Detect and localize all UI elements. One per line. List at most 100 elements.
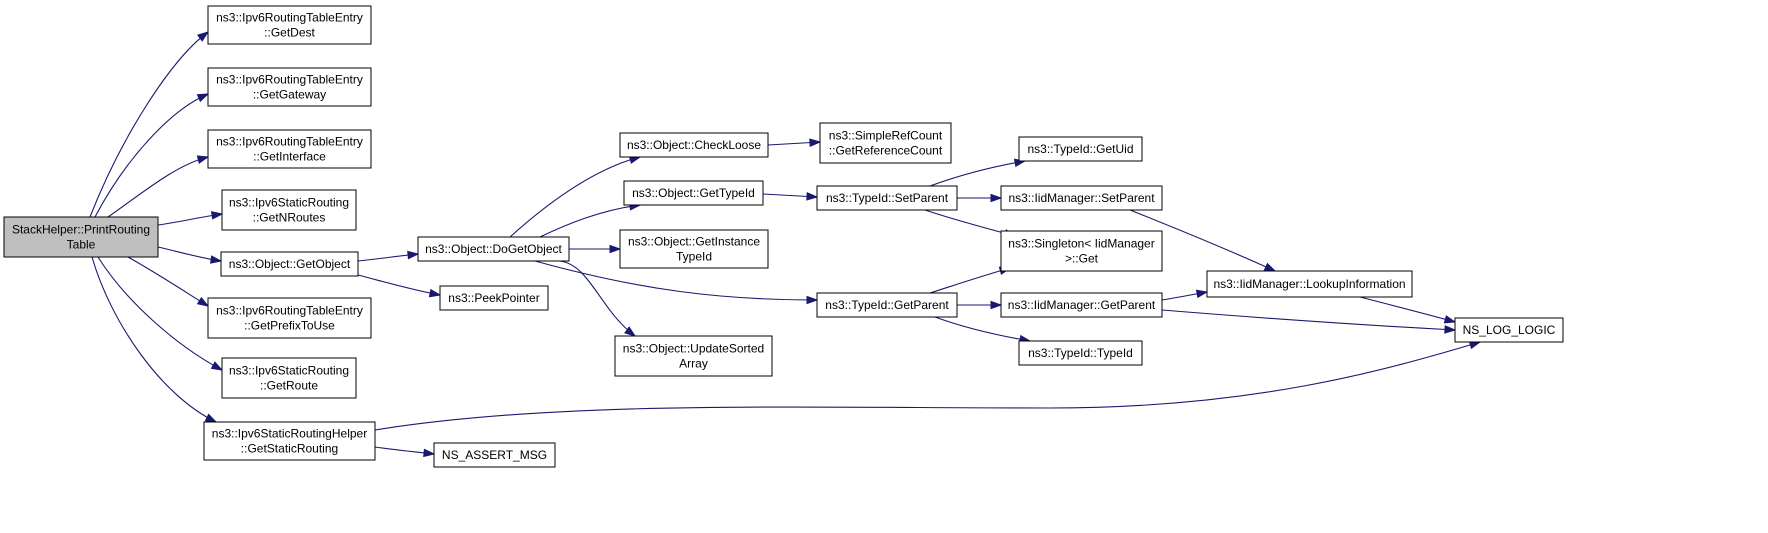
node-label: ns3::Object::GetTypeId xyxy=(632,186,755,200)
node-label: ns3::IidManager::LookupInformation xyxy=(1213,277,1405,291)
node-label: ns3::TypeId::TypeId xyxy=(1028,346,1133,360)
node-label: StackHelper::PrintRouting xyxy=(12,223,150,237)
node-getrefcount[interactable]: ns3::SimpleRefCount::GetReferenceCount xyxy=(819,122,952,164)
edge-dogetobject-to-getinstancetypeid xyxy=(569,244,622,254)
node-box xyxy=(1018,340,1143,366)
node-iid-setparent[interactable]: ns3::IidManager::SetParent xyxy=(1000,185,1163,211)
arrowhead xyxy=(1443,315,1457,324)
nodes: StackHelper::PrintRoutingTablens3::Ipv6R… xyxy=(3,5,1564,468)
node-getnroutes[interactable]: ns3::Ipv6StaticRouting::GetNRoutes xyxy=(221,189,357,231)
node-label: ns3::Object::DoGetObject xyxy=(425,242,562,256)
edge-line xyxy=(559,260,636,337)
arrowhead xyxy=(809,138,822,147)
node-dogetobject[interactable]: ns3::Object::DoGetObject xyxy=(417,236,570,262)
arrowhead xyxy=(210,255,223,264)
edge-line xyxy=(934,316,1031,342)
node-getstaticrouting[interactable]: ns3::Ipv6StaticRoutingHelper::GetStaticR… xyxy=(203,421,376,461)
node-setparent[interactable]: ns3::TypeId::SetParent xyxy=(816,185,958,211)
node-label: ::GetReferenceCount xyxy=(829,144,943,158)
arrowhead xyxy=(990,300,1003,310)
node-label: ::GetNRoutes xyxy=(253,211,326,225)
edge-checkloose-to-getrefcount xyxy=(767,138,822,147)
edge-line xyxy=(89,31,209,218)
node-getroute[interactable]: ns3::Ipv6StaticRouting::GetRoute xyxy=(221,357,357,399)
node-checkloose[interactable]: ns3::Object::CheckLoose xyxy=(619,132,769,158)
node-label: ns3::IidManager::GetParent xyxy=(1008,298,1156,312)
arrowhead xyxy=(196,296,210,307)
node-lookup[interactable]: ns3::IidManager::LookupInformation xyxy=(1206,270,1413,298)
edge-line xyxy=(929,160,1026,187)
node-iid-getparent[interactable]: ns3::IidManager::GetParent xyxy=(1000,292,1163,318)
node-label: ns3::Singleton< IidManager xyxy=(1008,237,1154,251)
arrowhead xyxy=(990,193,1003,203)
node-nslog[interactable]: NS_LOG_LOGIC xyxy=(1454,317,1564,343)
node-box xyxy=(1206,270,1413,298)
node-box xyxy=(221,357,357,399)
node-box xyxy=(207,67,372,107)
edge-typeid_getparent-to-singleton xyxy=(929,266,1012,294)
node-label: ns3::Ipv6RoutingTableEntry xyxy=(216,11,363,25)
arrowhead xyxy=(806,295,819,305)
node-box xyxy=(3,216,159,258)
node-box xyxy=(819,122,952,164)
edge-line xyxy=(91,256,217,423)
node-box xyxy=(623,180,764,206)
node-box xyxy=(1000,292,1163,318)
arrowhead xyxy=(407,250,420,260)
node-label: ::GetPrefixToUse xyxy=(244,319,335,333)
arrowhead xyxy=(1263,262,1277,272)
node-box xyxy=(816,185,958,211)
node-box xyxy=(207,129,372,169)
edge-line xyxy=(1161,309,1456,331)
node-singleton[interactable]: ns3::Singleton< IidManager>::Get xyxy=(1000,230,1163,272)
node-gettypeid[interactable]: ns3::Object::GetTypeId xyxy=(623,180,764,206)
arrowhead xyxy=(1195,289,1209,299)
node-label: NS_ASSERT_MSG xyxy=(442,448,547,462)
node-label: ns3::TypeId::GetUid xyxy=(1027,142,1133,156)
node-label: NS_LOG_LOGIC xyxy=(1463,323,1556,337)
edge-line xyxy=(509,156,641,238)
arrowhead xyxy=(204,413,218,423)
edge-dogetobject-to-typeid_getparent xyxy=(534,260,819,305)
node-getinterface[interactable]: ns3::Ipv6RoutingTableEntry::GetInterface xyxy=(207,129,372,169)
node-typeid-getparent[interactable]: ns3::TypeId::GetParent xyxy=(816,292,958,318)
node-box xyxy=(203,421,376,461)
node-label: ns3::PeekPointer xyxy=(448,291,539,305)
arrowhead xyxy=(624,326,637,337)
edge-typeid_getparent-to-iid_getparent xyxy=(957,300,1003,310)
edge-root-to-getgateway xyxy=(94,93,210,218)
node-label: ::GetInterface xyxy=(253,150,326,164)
edge-iid_getparent-to-lookup xyxy=(1161,289,1209,301)
edge-line xyxy=(1129,209,1276,272)
arrowhead xyxy=(196,31,210,42)
node-getuid[interactable]: ns3::TypeId::GetUid xyxy=(1018,136,1143,162)
arrowhead xyxy=(211,211,224,220)
node-nsassert[interactable]: NS_ASSERT_MSG xyxy=(433,442,556,468)
node-box xyxy=(1454,317,1564,343)
node-label: Table xyxy=(67,238,96,252)
node-label: ns3::Object::GetObject xyxy=(229,257,351,271)
node-box xyxy=(619,229,769,269)
edge-root-to-getprefix xyxy=(127,256,210,307)
node-label: ::GetRoute xyxy=(260,379,318,393)
node-getprefix[interactable]: ns3::Ipv6RoutingTableEntry::GetPrefixToU… xyxy=(207,297,372,339)
node-box xyxy=(221,189,357,231)
edge-gettypeid-to-setparent xyxy=(762,192,819,201)
node-typeid-typeid[interactable]: ns3::TypeId::TypeId xyxy=(1018,340,1143,366)
node-getdest[interactable]: ns3::Ipv6RoutingTableEntry::GetDest xyxy=(207,5,372,45)
node-peekpointer[interactable]: ns3::PeekPointer xyxy=(439,285,549,311)
node-label: ns3::Object::CheckLoose xyxy=(627,138,761,152)
node-label: >::Get xyxy=(1065,252,1099,266)
node-label: ns3::Object::GetInstance xyxy=(628,235,760,249)
node-box xyxy=(614,335,773,377)
node-label: TypeId xyxy=(676,250,712,264)
node-getgateway[interactable]: ns3::Ipv6RoutingTableEntry::GetGateway xyxy=(207,67,372,107)
edge-line xyxy=(539,204,641,238)
node-label: ns3::Ipv6RoutingTableEntry xyxy=(216,135,363,149)
edge-root-to-getinterface xyxy=(107,155,210,218)
node-getobject[interactable]: ns3::Object::GetObject xyxy=(220,251,359,277)
